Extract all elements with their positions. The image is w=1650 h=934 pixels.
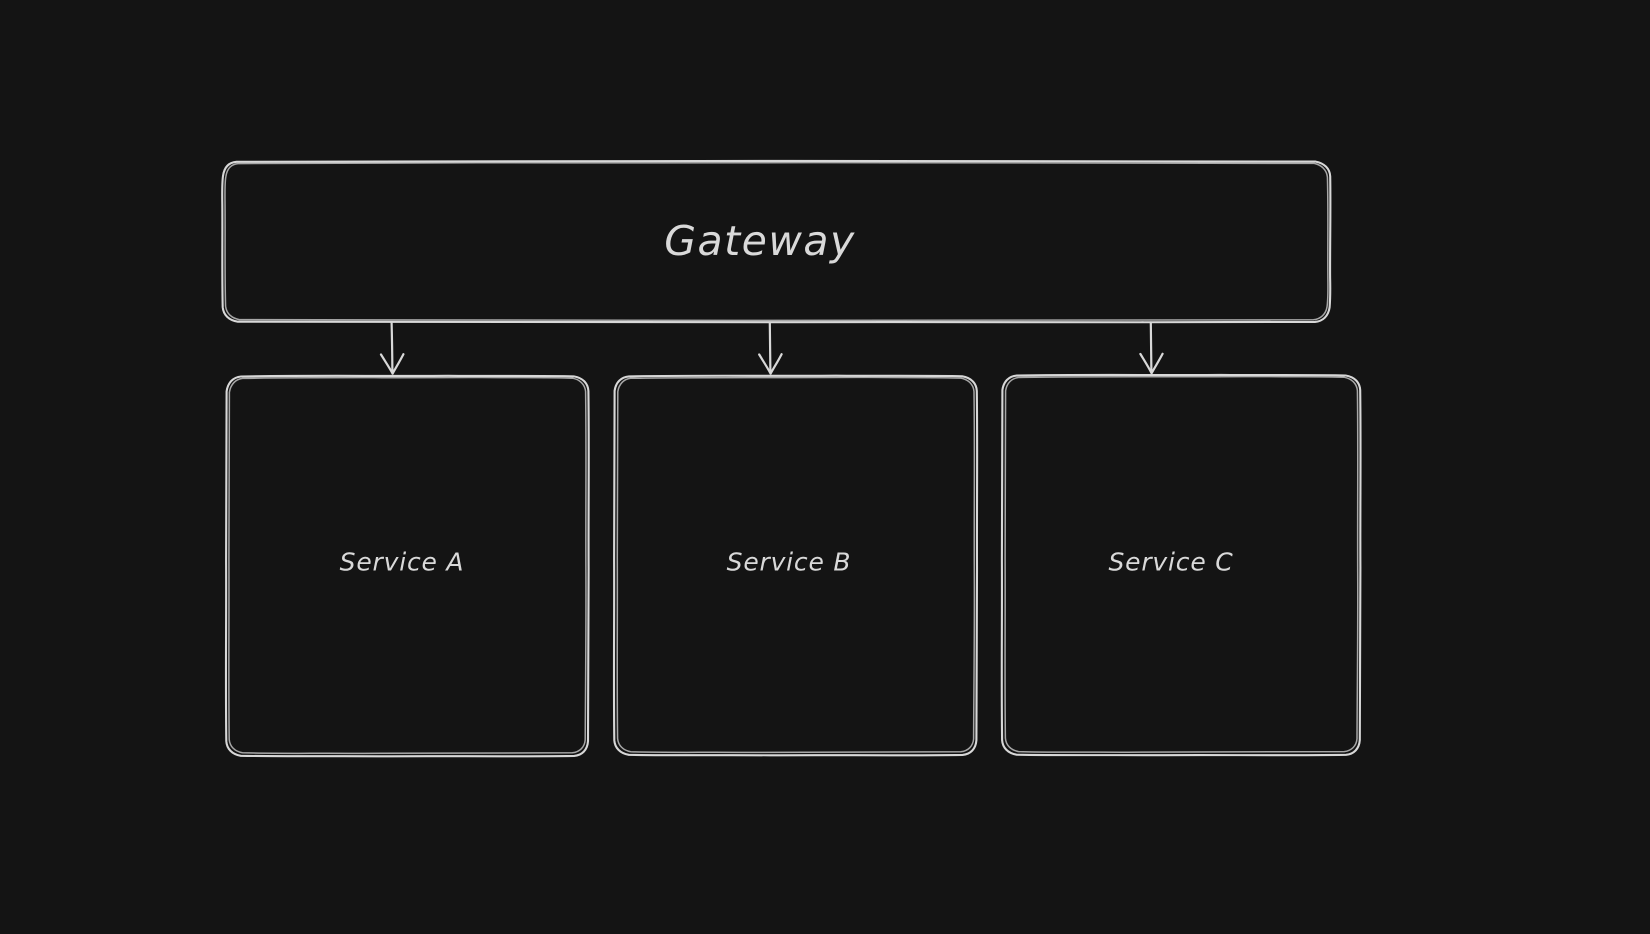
service-a-outline-stroke-1	[224, 374, 590, 758]
service-a-outline-stroke-2	[228, 376, 587, 755]
node-label-service-b: Service B	[726, 547, 852, 577]
node-service-a-shape[interactable]	[224, 374, 590, 758]
service-b-outline-stroke-2	[616, 376, 976, 754]
node-service-c[interactable]	[1002, 375, 1360, 755]
node-service-b[interactable]	[614, 376, 977, 755]
service-c-outline-stroke-1	[1000, 373, 1362, 757]
edge-gateway-service-a-arrowhead	[379, 353, 405, 375]
service-b-outline-stroke-1	[612, 374, 979, 757]
edge-gateway-service-c[interactable]	[1139, 321, 1164, 375]
node-label-gateway: Gateway	[664, 217, 856, 265]
edge-gateway-service-c-line	[1149, 321, 1153, 374]
service-c-outline-stroke-2	[1004, 375, 1359, 753]
node-service-b-shape[interactable]	[612, 374, 979, 757]
node-label-service-c: Service C	[1108, 547, 1234, 577]
edge-gateway-service-a[interactable]	[379, 321, 405, 375]
node-label-service-a: Service A	[339, 547, 465, 577]
gateway-outline-stroke-1	[221, 159, 1332, 324]
node-gateway-shape[interactable]	[221, 159, 1332, 324]
edge-gateway-service-c-arrowhead	[1139, 352, 1164, 375]
edge-gateway-service-b[interactable]	[758, 321, 783, 375]
edge-gateway-service-b-line	[768, 321, 772, 374]
node-service-c-shape[interactable]	[1000, 373, 1362, 757]
gateway-outline-stroke-2	[224, 161, 1329, 322]
node-service-a[interactable]	[226, 376, 588, 756]
node-gateway[interactable]	[222, 161, 1330, 322]
edge-gateway-service-b-arrowhead	[758, 353, 783, 375]
edge-gateway-service-a-line	[390, 321, 394, 374]
